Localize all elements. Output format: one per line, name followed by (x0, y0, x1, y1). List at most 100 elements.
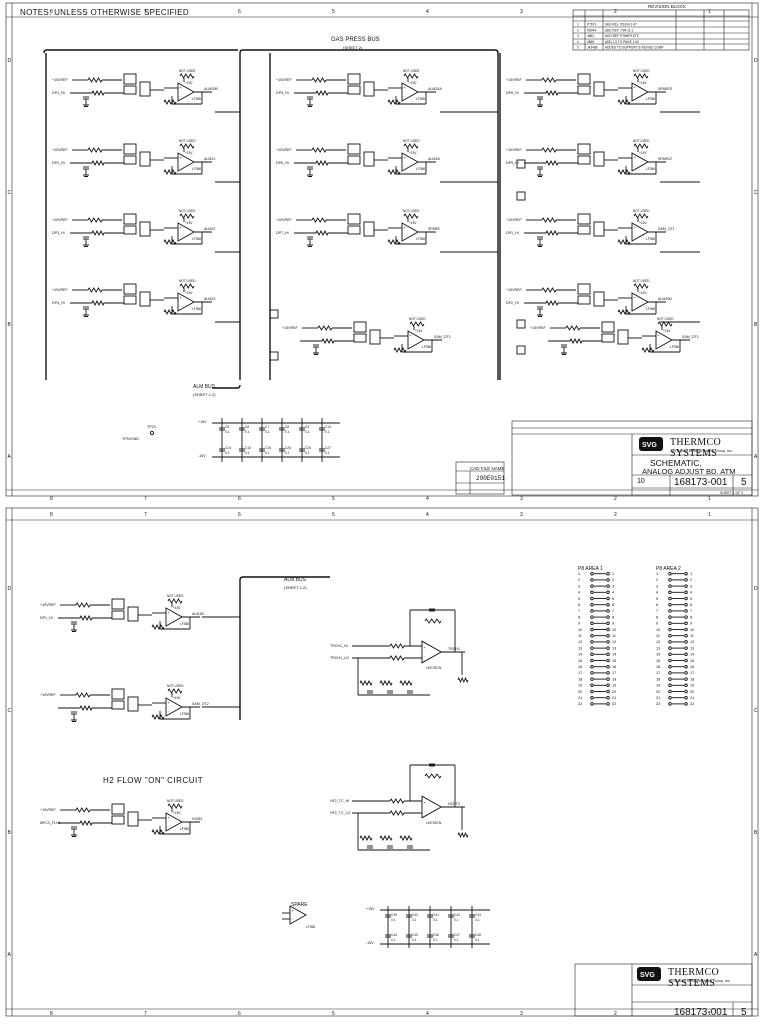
output-net-label: SPARE (428, 227, 441, 231)
resistor-symbol (403, 213, 419, 219)
resistor-symbol (151, 623, 165, 631)
p8-area1-pin-number: 16 (578, 665, 582, 669)
resistor-symbol (389, 798, 405, 804)
pin-terminal (684, 590, 688, 595)
resistor-symbol (91, 89, 105, 97)
p8-area1-pin-number: 3 (578, 584, 580, 588)
p8-area1-pin-number-right: 8 (612, 615, 614, 619)
ref-net-label: +10VREF (40, 693, 56, 697)
gas-press-bus-ref: (SHEET 2) (343, 45, 363, 50)
pin-terminal (668, 652, 672, 657)
p8-area2-pin-number: 20 (656, 690, 660, 694)
ic-part-label: LF356 (192, 97, 201, 101)
resistor-symbol (545, 159, 559, 167)
resistor-symbol (541, 147, 557, 153)
p8-area1-pin-number-right: 22 (612, 702, 616, 706)
pin-terminal (684, 602, 688, 607)
potentiometer (593, 291, 605, 307)
pin-terminal (590, 596, 594, 601)
input-net-label: DP9_HI (506, 161, 519, 165)
resistor-symbol (317, 325, 333, 331)
resistor-symbol (179, 73, 195, 79)
zone-row-letter: B (754, 322, 758, 328)
p8-area1-pin-number: 11 (578, 634, 582, 638)
output-net-label: TRCH1 (448, 647, 460, 651)
zone-row-letter: B (8, 322, 12, 328)
zone-row-letter: D (8, 586, 12, 592)
revision-ecn: 4862 (587, 34, 594, 38)
not-used-label: NOT USED (633, 279, 650, 283)
opamp-symbol (177, 152, 195, 172)
p8-area1-pin-number: 6 (578, 603, 580, 607)
supply-minus-label: -15V (198, 454, 206, 458)
revision-block (572, 9, 750, 51)
resistor-symbol (75, 692, 91, 698)
jumper-block (123, 155, 137, 165)
resistor-symbol (163, 308, 177, 316)
p8-area2-pin-number: 16 (656, 665, 660, 669)
jumper-block (111, 815, 125, 825)
not-used-label: NOT USED (403, 139, 420, 143)
cap-value-label: 0.1 (433, 938, 438, 942)
p8-area1-pin-number-right: 2 (612, 578, 614, 582)
p8-area2-pin-number: 17 (656, 671, 660, 675)
p8-area1-pin-number-right: 6 (612, 603, 614, 607)
jumper-block (123, 295, 137, 305)
opamp-minus-sign: - (292, 916, 294, 921)
cap-ref-label: C41 (433, 913, 439, 917)
zone-row-letter: C (754, 190, 758, 196)
cad-file-number: 290E0151 (476, 475, 505, 482)
pin-terminal (668, 571, 672, 576)
opamp-minus-sign: - (168, 708, 170, 713)
ref-net-label: +10VREF (276, 218, 292, 222)
input-net-label: DP1_HI (40, 616, 53, 620)
pin-terminal (606, 658, 610, 663)
opamp-plus-sign: + (658, 333, 661, 338)
ic-part-label: LF356 (180, 712, 189, 716)
alm-bus-line (212, 384, 241, 389)
resistor-symbol (87, 147, 103, 153)
test-point-label: TP23 (147, 425, 156, 429)
potentiometer (127, 811, 139, 827)
resistor-symbol (393, 346, 407, 354)
ref-net-label: +10VREF (506, 148, 522, 152)
pin-terminal (684, 646, 688, 650)
opamp-plus-sign: + (634, 155, 637, 160)
input-net-label: TRCH1_LO (330, 656, 349, 660)
potentiometer (139, 221, 151, 237)
ground-symbol (307, 104, 313, 107)
input-net-label: DP6_HI (276, 161, 289, 165)
zone-col-number: 7 (144, 1011, 147, 1017)
resistor-symbol (91, 159, 105, 167)
ic-part-label: LF356 (422, 345, 431, 349)
p8-area2-pin-number: 11 (656, 634, 660, 638)
resistor-symbol (91, 229, 105, 237)
p8-area2-pin-number: 14 (656, 653, 660, 657)
pin-terminal (668, 702, 672, 706)
pin-terminal (684, 627, 688, 632)
p8-area2-pin-number-right: 1 (690, 572, 692, 576)
title-block-sheet2: SVG (574, 963, 753, 1017)
resistor-symbol (79, 614, 93, 622)
opamp-plus-sign: + (424, 800, 427, 805)
pin-terminal (590, 646, 594, 650)
pin-terminal (684, 584, 688, 588)
jumper-block (347, 73, 361, 85)
jumper-block (123, 143, 137, 155)
p8-area2-pin-number-right: 13 (690, 646, 694, 650)
pin-terminal (590, 683, 594, 688)
opamp-minus-sign: - (180, 303, 182, 308)
pin-terminal (606, 695, 610, 700)
ground-symbol (307, 174, 313, 177)
cap-ref-label: C8 (285, 425, 289, 429)
jumper-block (111, 688, 125, 700)
p8-area1-pin-number-right: 11 (612, 634, 616, 638)
zone-row-letter: B (8, 830, 12, 836)
p8-area2-pin-number-right: 7 (690, 609, 692, 613)
output-net-label: HCRTC (448, 802, 461, 806)
pin-terminal (684, 615, 688, 619)
resistor-symbol (565, 325, 581, 331)
